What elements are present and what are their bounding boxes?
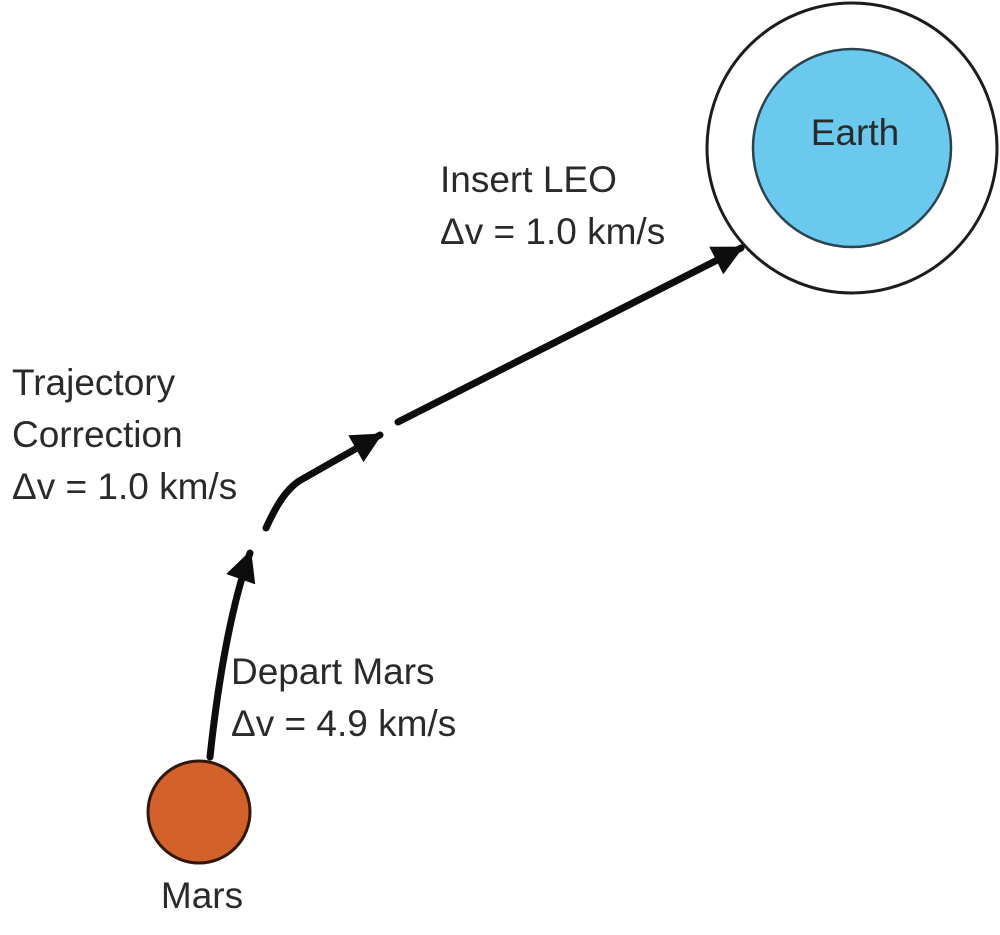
insert-leo-annotation-line1: Insert LEO — [440, 159, 617, 200]
trajectory-correction-annotation-line3: Δv = 1.0 km/s — [12, 466, 238, 507]
insert-leo-annotation-line2: Δv = 1.0 km/s — [440, 211, 666, 252]
earth-label: Earth — [810, 112, 900, 153]
depart-mars-annotation-line1: Depart Mars — [231, 651, 435, 692]
trajectory-segment-depart-arrow — [206, 549, 256, 761]
trajectory-segment-insert-arrow — [394, 244, 745, 426]
earth-circle — [751, 47, 953, 249]
depart-mars-annotation-line2: Δv = 4.9 km/s — [231, 703, 457, 744]
insert-leo-annotation: Insert LEO Δv = 1.0 km/s — [440, 154, 665, 258]
mars-circle — [146, 759, 252, 865]
trajectory-correction-annotation-line1: Trajectory — [12, 362, 176, 403]
depart-mars-annotation: Depart Mars Δv = 4.9 km/s — [231, 646, 456, 750]
trajectory-segment-correction-arrow — [262, 431, 384, 532]
trajectory-correction-annotation-line2: Correction — [12, 414, 183, 455]
mars-label: Mars — [160, 875, 244, 916]
trajectory-correction-annotation: Trajectory Correction Δv = 1.0 km/s — [12, 357, 237, 513]
